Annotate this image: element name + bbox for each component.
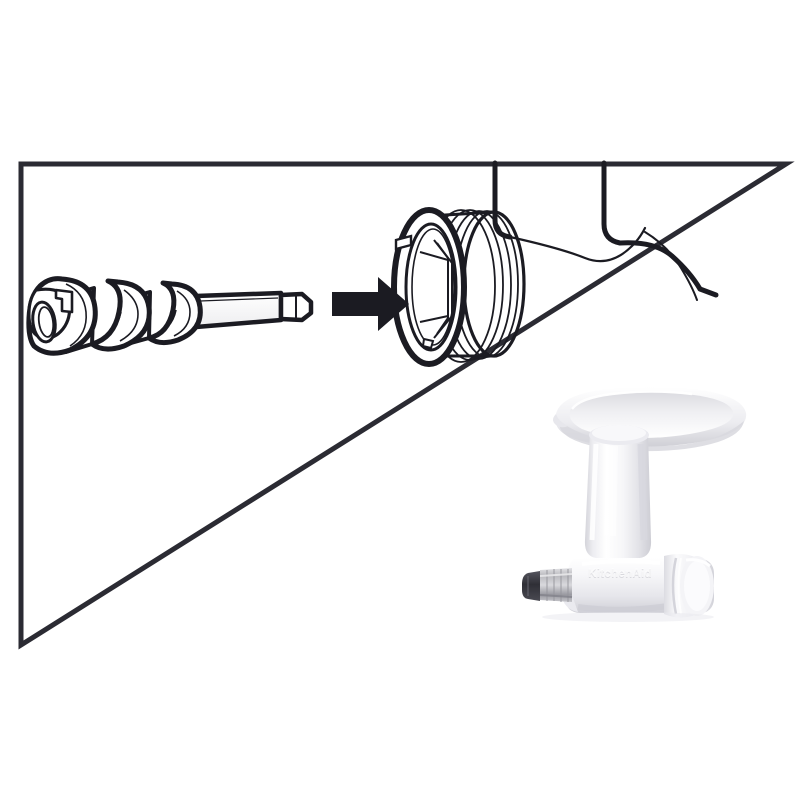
neck-shade-right [637,443,648,541]
food-grinder-attachment-render: KitchenAid KitchenAid [522,387,747,622]
ring-keyway-notch [394,234,413,251]
hopper-neck [584,432,652,558]
brand-wordmark: KitchenAid [588,569,652,581]
triangular-frame [18,161,795,650]
grinder-ring [391,207,526,367]
ring-bore [404,222,458,352]
barrel-top-highlight [581,559,661,566]
barrel-bottom-shadow [577,603,669,613]
neck-highlight-left [589,443,599,541]
frame-outline [18,161,795,650]
grinder-auger [26,276,314,356]
collar-groove [671,557,678,615]
tray-rim-highlight [571,390,693,410]
shaft-tip [522,571,540,601]
brand-wordmark-emboss: KitchenAid [588,568,652,580]
grinder-barrel [566,558,676,613]
product-contact-shadow [542,612,714,622]
assembly-direction-arrow [332,277,409,331]
auger-drive-key [54,288,74,314]
arrow-right-icon [332,277,409,331]
